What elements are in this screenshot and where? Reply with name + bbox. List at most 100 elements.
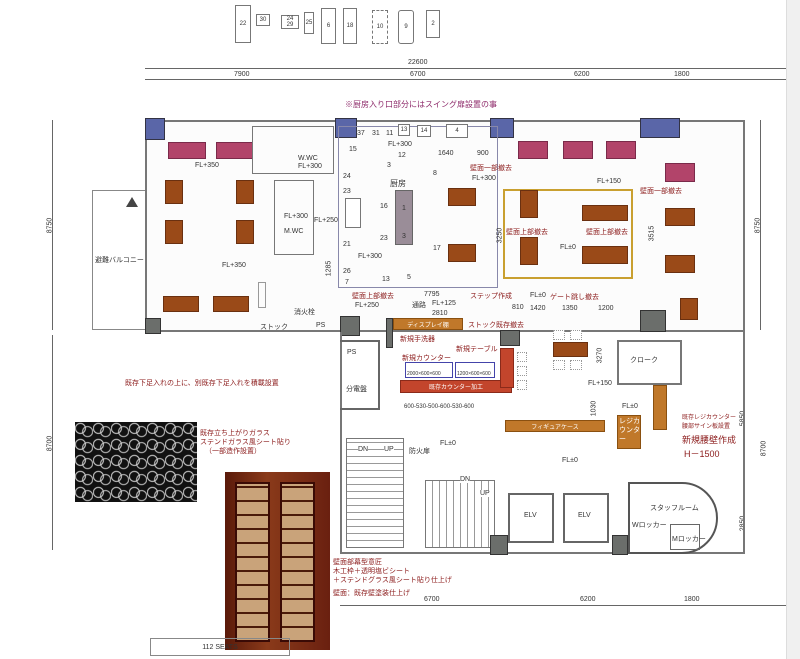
existing-register bbox=[653, 385, 667, 430]
dimension-1800-bottom: 1800 bbox=[684, 596, 700, 603]
stairs-dn: DN bbox=[358, 446, 369, 453]
floor-level: FL±0 bbox=[622, 403, 638, 410]
new-counter-size: 2000×600×600 bbox=[407, 371, 441, 377]
equipment-label: 29 bbox=[286, 22, 294, 28]
fire-door-label: 防火扉 bbox=[409, 448, 430, 455]
stairs-up: UP bbox=[384, 446, 394, 453]
equipment-25: 25 bbox=[304, 12, 314, 34]
floor-level: FL+350 bbox=[222, 262, 246, 269]
new-table bbox=[455, 362, 495, 378]
dimension-left: 8750 bbox=[46, 217, 54, 234]
wall-note-2: 木工枠＋透明塩ビシート bbox=[333, 568, 410, 575]
dimension-6200-bottom: 6200 bbox=[580, 596, 596, 603]
elevator-1 bbox=[508, 493, 554, 543]
equipment-label: 30 bbox=[259, 17, 267, 23]
stock-label: ストック bbox=[260, 324, 288, 331]
table bbox=[236, 220, 254, 244]
bar-counter-side bbox=[500, 348, 514, 388]
table bbox=[665, 255, 695, 273]
floor-level: FL+150 bbox=[597, 178, 621, 185]
dimension-line-right bbox=[760, 120, 761, 330]
column bbox=[490, 535, 508, 555]
dimension-label: 600 bbox=[404, 404, 415, 410]
dimension-label: 3270 bbox=[596, 347, 604, 364]
column bbox=[145, 318, 161, 334]
kitchen-item: 12 bbox=[398, 152, 406, 159]
table-pink bbox=[606, 141, 636, 159]
floor-level: FL+300 bbox=[388, 141, 412, 148]
lowered-area bbox=[503, 189, 633, 279]
equipment-label: 2 bbox=[431, 21, 435, 27]
dimension-label: 1350 bbox=[562, 305, 578, 312]
equipment-label: 9 bbox=[404, 24, 408, 30]
dimension-6700: 6700 bbox=[410, 71, 426, 78]
chair bbox=[570, 360, 582, 370]
floor-level: FL±0 bbox=[440, 440, 456, 447]
bar-counter: 既存カウンター加工 bbox=[400, 380, 512, 393]
floor-level: FL+250 bbox=[314, 217, 338, 224]
table bbox=[163, 296, 199, 312]
column bbox=[500, 330, 520, 346]
floor-level: FL+300 bbox=[472, 175, 496, 182]
dimension-6200: 6200 bbox=[574, 71, 590, 78]
kitchen-item: 23 bbox=[343, 188, 351, 195]
column bbox=[335, 118, 357, 138]
dimension-label: 600 bbox=[440, 404, 451, 410]
bar-stool bbox=[517, 380, 527, 390]
dimension-right-upper: 8750 bbox=[754, 217, 762, 234]
new-partition-note: 新規腰壁作成 bbox=[682, 435, 737, 445]
kitchen-item: 26 bbox=[343, 268, 351, 275]
shoe-box-note: 既存下足入れの上に、別既存下足入れを積載設置 bbox=[125, 380, 279, 387]
dimension-left-lower: 8700 bbox=[46, 435, 54, 452]
top-note: ※厨房入り口部分にはスイング扉設置の事 bbox=[345, 100, 497, 109]
dimension-label: 2810 bbox=[432, 310, 448, 317]
escape-ladder-icon bbox=[126, 197, 138, 207]
shoe-box bbox=[258, 282, 266, 308]
register-counter bbox=[617, 415, 641, 449]
table bbox=[553, 342, 588, 357]
glass-note-2: ステンドガラス風シート貼り bbox=[200, 439, 291, 446]
floor-level: FL+250 bbox=[355, 302, 379, 309]
table bbox=[213, 296, 249, 312]
table bbox=[520, 190, 538, 218]
dimension-label: 1420 bbox=[530, 305, 546, 312]
register-label: レジカウンター bbox=[619, 418, 640, 443]
stairs-up-2: UP bbox=[480, 490, 490, 497]
table-pink bbox=[665, 163, 695, 182]
wall-note-1: 壁面部幕型意匠 bbox=[333, 559, 382, 566]
dimension-label: 7795 bbox=[424, 291, 440, 298]
gas-range bbox=[345, 198, 361, 228]
wall-note: 壁面一部撤去 bbox=[640, 188, 682, 195]
women-wc bbox=[252, 126, 334, 174]
dimension-label: 1640 bbox=[438, 150, 454, 157]
table bbox=[448, 244, 476, 262]
w-locker-label: Wロッカー bbox=[632, 522, 667, 529]
equipment-label: 25 bbox=[305, 20, 313, 26]
m-wc-label: M.WC bbox=[284, 228, 304, 235]
floor-level: FL+300 bbox=[358, 253, 382, 260]
staff-room-label: スタッフルーム bbox=[650, 505, 699, 512]
passage-label: 通路 bbox=[412, 302, 426, 309]
kitchen-item: 37 bbox=[357, 130, 365, 137]
register-note-1: 既存レジカウンター bbox=[682, 415, 737, 421]
scrollbar[interactable] bbox=[786, 0, 800, 659]
equipment-30: 30 bbox=[256, 14, 270, 26]
staff-room bbox=[628, 482, 718, 554]
new-counter-label: 新規カウンター bbox=[402, 355, 451, 362]
kitchen-item: 3 bbox=[402, 233, 406, 240]
column bbox=[386, 318, 393, 348]
kitchen bbox=[338, 126, 498, 288]
counter-dimensions: 600-530-500-600-530-600 bbox=[404, 404, 475, 410]
dimension-line-segments bbox=[145, 79, 790, 80]
dimension-line-bottom bbox=[340, 605, 790, 606]
equipment-label: 10 bbox=[376, 24, 384, 30]
wall-note-3: ＋ステンドグラス風シート貼り仕上げ bbox=[333, 577, 452, 584]
table bbox=[520, 237, 538, 265]
w-wc-label: W.WC bbox=[298, 155, 318, 162]
dimension-line-left bbox=[52, 120, 53, 330]
floor-level: FL+350 bbox=[195, 162, 219, 169]
kitchen-item: 24 bbox=[343, 173, 351, 180]
dimension-label: 530 bbox=[452, 404, 463, 410]
kitchen-item: 31 bbox=[372, 130, 380, 137]
door-panel bbox=[280, 482, 315, 642]
